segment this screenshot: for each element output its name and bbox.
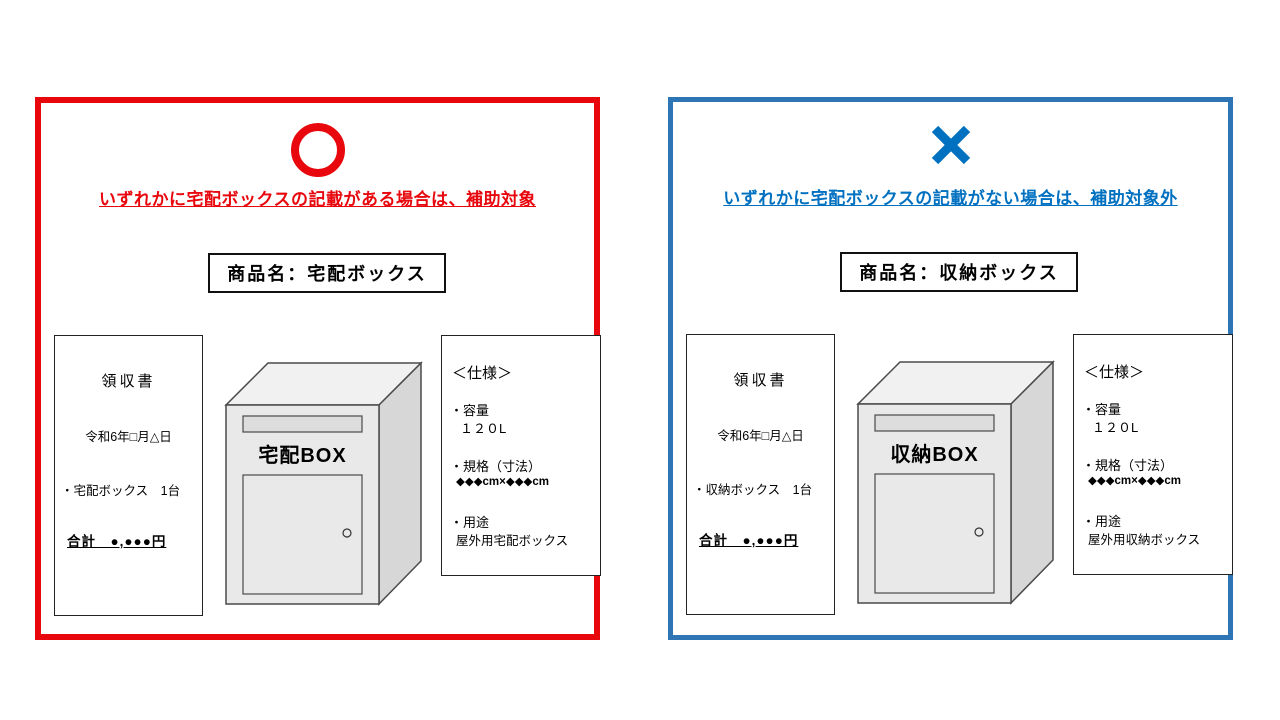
product-name-box: 商品名：宅配ボックス [208,253,446,293]
receipt-card: 領収書 令和6年□月△日 ・収納ボックス 1台 合計 ●,●●●円 [686,334,835,615]
spec-use-label: ・用途 [1082,514,1122,529]
not-eligible-panel: いずれかに宅配ボックスの記載がない場合は、補助対象外 商品名：収納ボックス 領収… [668,97,1233,640]
storage-box-illustration: 収納BOX [853,354,1058,606]
box-3d-drawing [224,361,423,606]
spec-card: ＜仕様＞ ・容量 １２０L ・規格（寸法） ◆◆◆cm×◆◆◆cm ・用途 屋外… [441,335,601,576]
spec-use-value: 屋外用収納ボックス [1088,533,1201,547]
product-name-label: 商品名：宅配ボックス [227,264,427,284]
product-name-box: 商品名：収納ボックス [840,252,1078,292]
receipt-line-item: ・収納ボックス 1台 [693,483,813,497]
spec-title: ＜仕様＞ [1084,364,1145,381]
spec-use-label: ・用途 [450,515,490,530]
cross-ng-icon [928,122,974,168]
receipt-title: 領収書 [733,372,788,389]
eligible-headline: いずれかに宅配ボックスの記載がある場合は、補助対象 [99,190,536,209]
receipt-date: 令和6年□月△日 [717,429,804,443]
product-name-label: 商品名：収納ボックス [859,263,1059,283]
eligible-panel: いずれかに宅配ボックスの記載がある場合は、補助対象 商品名：宅配ボックス 領収書… [35,97,601,640]
receipt-card: 領収書 令和6年□月△日 ・宅配ボックス 1台 合計 ●,●●●円 [54,335,203,616]
spec-card: ＜仕様＞ ・容量 １２０L ・規格（寸法） ◆◆◆cm×◆◆◆cm ・用途 屋外… [1073,334,1233,575]
delivery-box-illustration: 宅配BOX [221,355,426,607]
receipt-title: 領収書 [101,373,156,390]
circle-ok-icon [290,123,345,177]
spec-capacity-value: １２０L [460,421,507,436]
spec-size-label: ・規格（寸法） [1082,458,1174,473]
box-label: 宅配BOX [258,445,347,467]
box-label: 収納BOX [890,444,979,466]
receipt-line-item: ・宅配ボックス 1台 [61,484,181,498]
spec-size-value: ◆◆◆cm×◆◆◆cm [1088,475,1182,487]
not-eligible-headline: いずれかに宅配ボックスの記載がない場合は、補助対象外 [723,189,1178,208]
box-3d-drawing [856,360,1055,605]
receipt-date: 令和6年□月△日 [85,430,172,444]
receipt-total: 合計 ●,●●●円 [699,533,799,548]
spec-size-value: ◆◆◆cm×◆◆◆cm [456,476,550,488]
receipt-total: 合計 ●,●●●円 [67,534,167,549]
spec-capacity-label: ・容量 [450,403,490,418]
spec-capacity-label: ・容量 [1082,402,1122,417]
spec-title: ＜仕様＞ [452,365,513,382]
circle-ok-ring [290,123,345,177]
cross-mark [931,125,970,165]
spec-capacity-value: １２０L [1092,420,1139,435]
spec-use-value: 屋外用宅配ボックス [456,534,569,548]
spec-size-label: ・規格（寸法） [450,459,542,474]
